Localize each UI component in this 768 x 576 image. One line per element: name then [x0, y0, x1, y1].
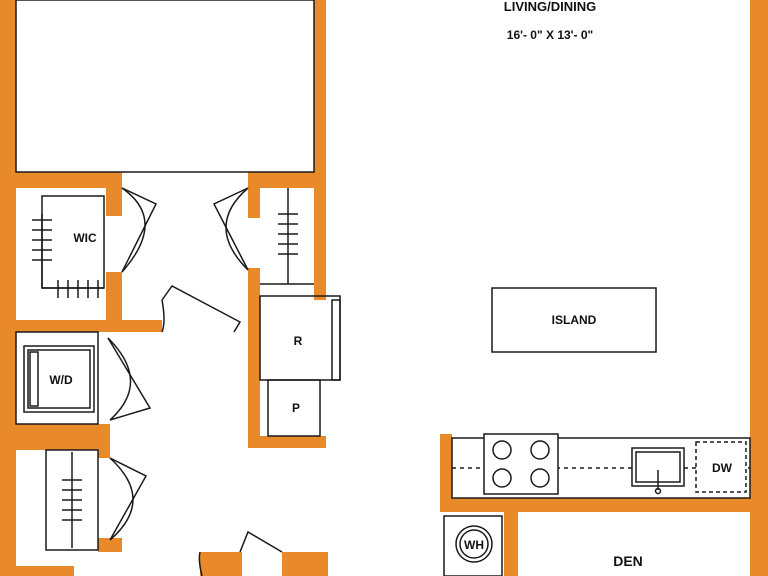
- wic-shelving: [32, 188, 314, 548]
- living-dining-label: LIVING/DINING: [504, 0, 596, 14]
- doors: [107, 187, 283, 576]
- island: [491, 287, 657, 353]
- dishwasher-label: DW: [712, 461, 733, 475]
- wic-label: WIC: [73, 231, 97, 245]
- refrigerator-label: R: [294, 334, 303, 348]
- washer-dryer-label: W/D: [49, 373, 73, 387]
- den-label: DEN: [613, 553, 643, 569]
- living-dining-size: 16'- 0" X 13'- 0": [507, 28, 593, 42]
- wall-outlines: [15, 0, 341, 551]
- stove: [483, 433, 559, 495]
- pantry-label: P: [292, 401, 300, 415]
- island-label: ISLAND: [552, 313, 597, 327]
- sink: [631, 447, 685, 495]
- refrigerator: [331, 299, 341, 381]
- washer-dryer: [23, 345, 95, 413]
- water-heater: [443, 515, 503, 576]
- dishwasher: [695, 441, 747, 493]
- water-heater-label: WH: [464, 538, 484, 552]
